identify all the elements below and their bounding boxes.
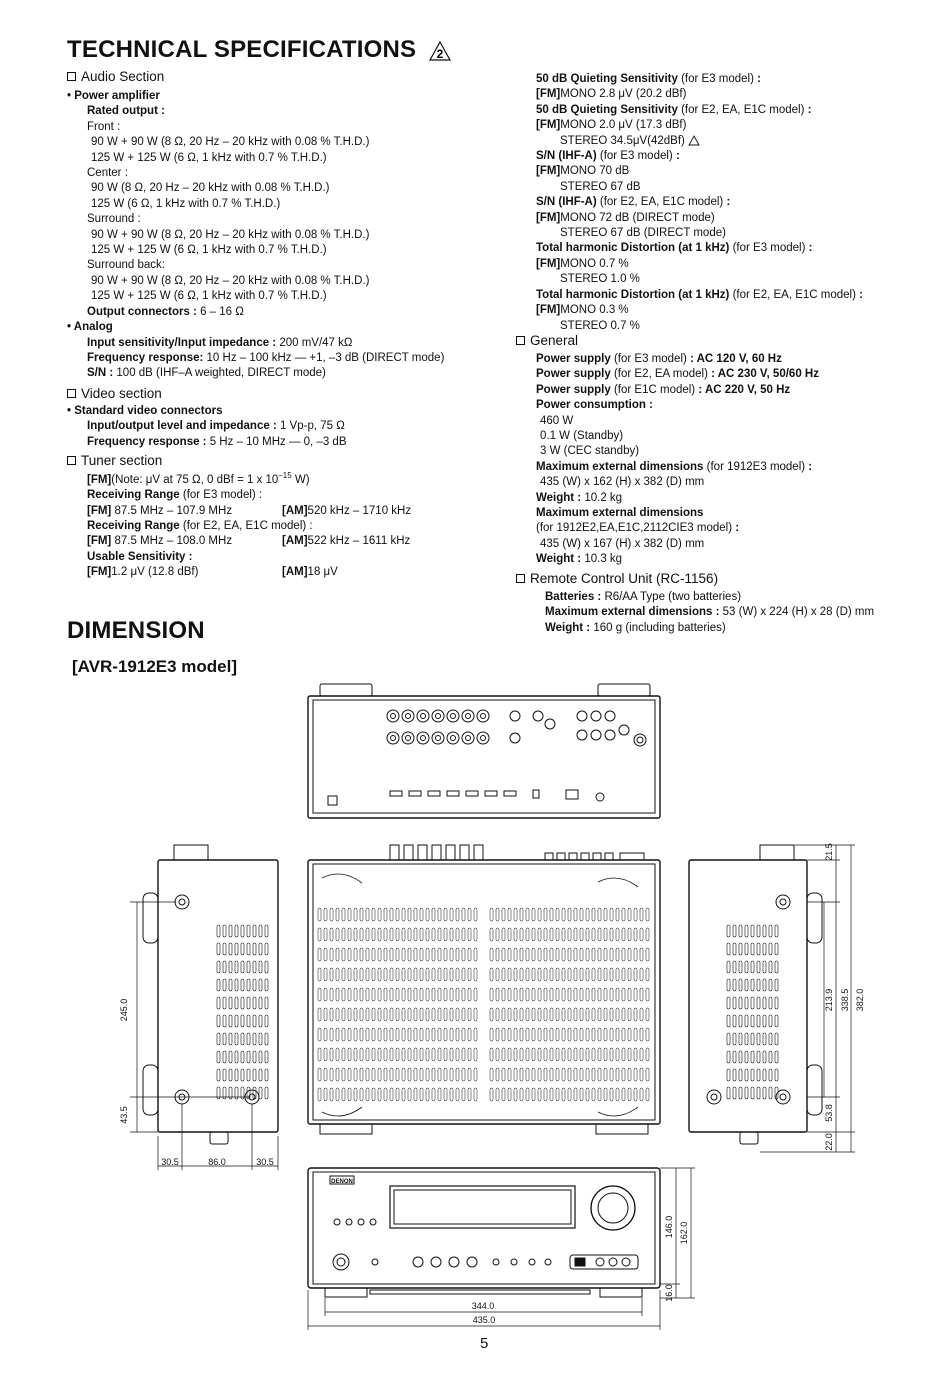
dim-538: 53.8 — [824, 1104, 834, 1122]
dim-2139: 213.9 — [824, 989, 834, 1012]
spec-line: Output connectors : 6 – 16 Ω — [87, 305, 244, 318]
top-view-drawing — [307, 683, 661, 819]
tuner-section-heading: Tuner section — [67, 453, 162, 468]
spec-line: 50 dB Quieting Sensitivity (for E2, EA, … — [536, 103, 812, 116]
spec-line: Batteries : R6/AA Type (two batteries) — [545, 591, 742, 603]
spec-line: 435 (W) x 162 (H) x 382 (D) mm — [540, 476, 705, 489]
spec-line: 125 W + 125 W (6 Ω, 1 kHz with 0.7 % T.H… — [91, 290, 327, 303]
spec-line: Weight : 10.3 kg — [536, 553, 623, 566]
dim-16: 16.0 — [664, 1284, 674, 1302]
spec-line: 435 (W) x 167 (H) x 382 (D) mm — [540, 537, 705, 550]
spec-line: Maximum external dimensions — [536, 507, 704, 520]
fm-performance-list: 50 dB Quieting Sensitivity (for E3 model… — [536, 72, 863, 334]
spec-line: [FM]MONO 72 dB (DIRECT mode) — [536, 211, 715, 224]
dim-245: 245.0 — [119, 999, 129, 1022]
spec-line: [FM]MONO 2.8 μV (20.2 dBf) — [536, 88, 687, 101]
right-side-view — [688, 844, 855, 1153]
spec-line: [FM]MONO 0.3 % — [536, 304, 629, 317]
spec-line: Frequency response : 5 Hz – 10 MHz — 0, … — [87, 435, 347, 448]
spec-line: Front : — [87, 120, 121, 133]
page-number: 5 — [480, 1335, 489, 1352]
spec-line: • Power amplifier — [67, 90, 160, 102]
spec-line: Power supply (for E2, EA model) : AC 230… — [536, 368, 819, 381]
remote-spec-list: Batteries : R6/AA Type (two batteries) Ma… — [545, 590, 874, 636]
dimension-title: DIMENSION — [67, 617, 205, 644]
dim-30b: 30.5 — [256, 1157, 274, 1167]
spec-line: • Analog — [67, 321, 113, 334]
spec-line: STEREO 1.0 % — [560, 273, 640, 286]
spec-line: Power supply (for E3 model) : AC 120 V, … — [536, 353, 782, 365]
spec-line: Total harmonic Distortion (at 1 kHz) (fo… — [536, 242, 813, 255]
top-cover-view — [307, 844, 661, 1135]
remote-section-heading: Remote Control Unit (RC-1156) — [516, 571, 718, 586]
spec-line: 125 W + 125 W (6 Ω, 1 kHz with 0.7 % T.H… — [91, 244, 327, 257]
front-view — [307, 1167, 695, 1330]
tuner-spec-list: [FM](Note: μV at 75 Ω, 0 dBf = 1 x 10–15… — [87, 471, 412, 579]
general-section-heading: General — [516, 333, 578, 348]
spec-line: Frequency response: 10 Hz – 100 kHz — +1… — [87, 351, 445, 364]
spec-line: 460 W — [540, 414, 574, 427]
spec-line: Total harmonic Distortion (at 1 kHz) (fo… — [536, 288, 863, 301]
model-title: [AVR-1912E3 model] — [72, 657, 238, 676]
spec-line: 0.1 W (Standby) — [540, 430, 624, 443]
dim-3820: 382.0 — [855, 989, 865, 1012]
spec-line: Power consumption : — [536, 399, 653, 412]
spec-line: S/N (IHF-A) (for E2, EA, E1C model) : — [536, 196, 731, 209]
brand-logo: DENON — [331, 1179, 353, 1185]
spec-line: 125 W + 125 W (6 Ω, 1 kHz with 0.7 % T.H… — [91, 151, 327, 164]
spec-line: STEREO 0.7 % — [560, 319, 640, 332]
dim-43: 43.5 — [119, 1106, 129, 1124]
spec-line: 90 W + 90 W (8 Ω, 20 Hz – 20 kHz with 0.… — [91, 136, 370, 149]
spec-line: Center : — [87, 167, 128, 180]
page-title: TECHNICAL SPECIFICATIONS 2 — [67, 36, 452, 64]
spec-line: Weight : 160 g (including batteries) — [545, 621, 726, 634]
spec-line: (for 1912E2,EA,E1C,2112CIE3 model) : — [536, 522, 740, 535]
spec-line: 90 W + 90 W (8 Ω, 20 Hz – 20 kHz with 0.… — [91, 274, 370, 287]
spec-line: Input sensitivity/Input impedance : 200 … — [87, 336, 353, 349]
spec-line: • Standard video connectors — [67, 405, 223, 417]
spec-line: 90 W (8 Ω, 20 Hz – 20 kHz with 0.08 % T.… — [91, 182, 330, 195]
spec-line: Surround back: — [87, 259, 165, 272]
video-section-heading: Video section — [67, 386, 162, 401]
spec-line: 125 W (6 Ω, 1 kHz with 0.7 % T.H.D.) — [91, 197, 281, 210]
dim-435: 435.0 — [473, 1315, 496, 1325]
dim-30a: 30.5 — [161, 1157, 179, 1167]
spec-line: 50 dB Quieting Sensitivity (for E3 model… — [536, 73, 761, 85]
spec-line: [FM]MONO 2.0 μV (17.3 dBf) — [536, 119, 687, 132]
spec-line: STEREO 67 dB (DIRECT mode) — [560, 227, 726, 240]
spec-line: Rated output : — [87, 105, 165, 118]
dim-146: 146.0 — [664, 1216, 674, 1239]
left-side-view — [130, 844, 279, 1170]
spec-line: Input/output level and impedance : 1 Vp-… — [87, 420, 345, 433]
revision-mark-icon — [688, 135, 700, 146]
spec-line: [FM]MONO 0.7 % — [536, 257, 629, 270]
dim-215: 21.5 — [824, 843, 834, 861]
audio-section-heading: Audio Section — [67, 69, 164, 84]
spec-line: 3 W (CEC standby) — [540, 445, 640, 458]
dim-220: 22.0 — [824, 1133, 834, 1151]
spec-line: STEREO 34.5μV(42dBf) — [536, 134, 863, 149]
spec-line: Power supply (for E1C model) : AC 220 V,… — [536, 383, 791, 396]
spec-line: S/N (IHF-A) (for E3 model) : — [536, 150, 680, 163]
spec-line: Weight : 10.2 kg — [536, 491, 623, 504]
spec-line: [FM]MONO 70 dB — [536, 165, 630, 178]
dim-162: 162.0 — [679, 1222, 689, 1245]
spec-line: Maximum external dimensions (for 1912E3 … — [536, 460, 813, 473]
dim-86: 86.0 — [208, 1157, 226, 1167]
dim-344: 344.0 — [472, 1301, 495, 1311]
general-spec-list: Power supply (for E3 model) : AC 120 V, … — [536, 352, 819, 568]
dim-3385: 338.5 — [840, 989, 850, 1012]
spec-line: 90 W + 90 W (8 Ω, 20 Hz – 20 kHz with 0.… — [91, 228, 370, 241]
spec-line: Maximum external dimensions : 53 (W) x 2… — [545, 606, 875, 619]
spec-line: S/N : 100 dB (IHF–A weighted, DIRECT mod… — [87, 367, 326, 380]
spec-line: Surround : — [87, 213, 141, 226]
spec-line: STEREO 67 dB — [560, 180, 641, 193]
dimension-labels: 245.0 43.5 30.5 86.0 30.5 21.5 213.9 338… — [119, 843, 865, 1325]
revision-triangle-icon: 2 — [429, 40, 452, 61]
svg-text:2: 2 — [437, 47, 444, 61]
